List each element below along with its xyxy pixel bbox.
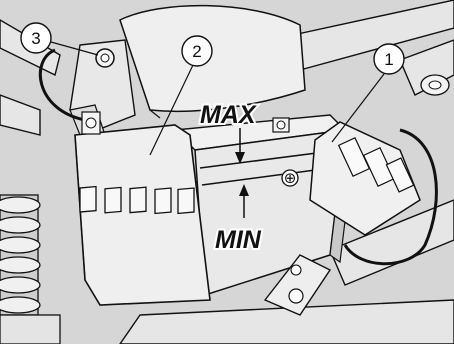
callout-2: 2 xyxy=(182,36,212,66)
positive-terminal-marking: ⊕ xyxy=(282,169,298,187)
battery-cover-plate xyxy=(75,112,210,305)
callout-1: 1 xyxy=(374,44,404,74)
callout-3-number: 3 xyxy=(31,29,40,48)
terminal-bolt xyxy=(273,118,289,132)
callout-1-number: 1 xyxy=(384,50,393,69)
rubber-grommet xyxy=(421,75,449,95)
min-label: MIN xyxy=(215,226,262,254)
callout-3: 3 xyxy=(21,23,51,53)
bracket-screw xyxy=(96,49,114,67)
max-label: MAX xyxy=(200,101,257,129)
positive-symbol: ⊕ xyxy=(284,169,297,187)
callout-2-number: 2 xyxy=(192,42,201,61)
